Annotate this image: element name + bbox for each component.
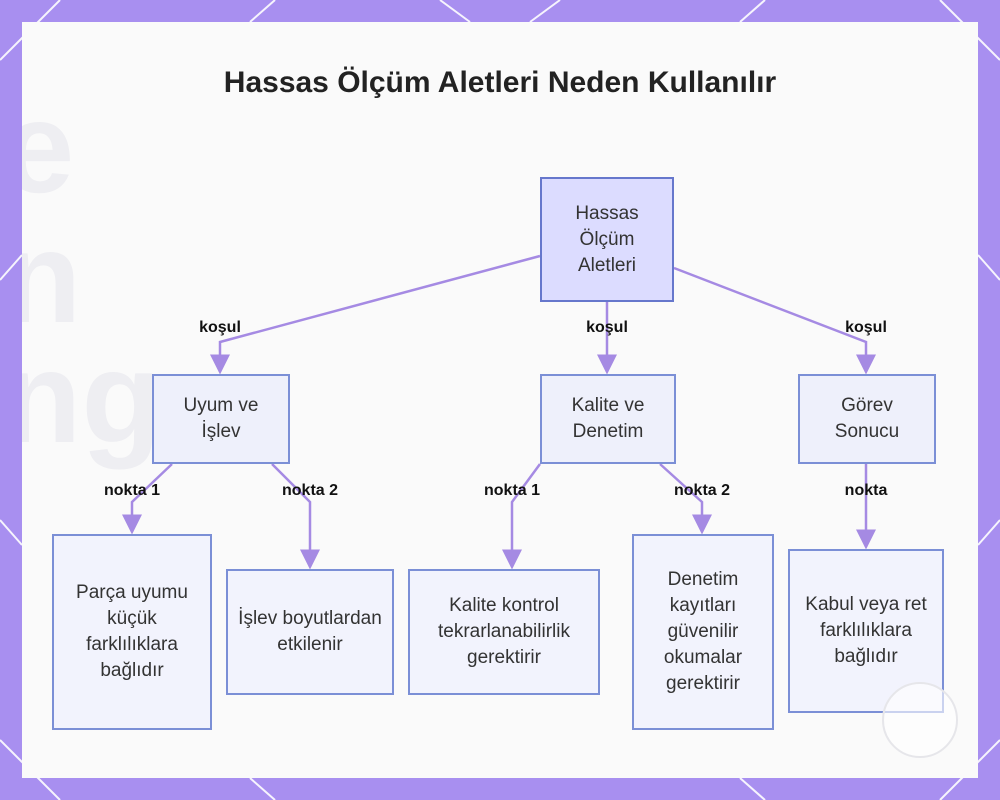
- node-gorev: Görev Sonucu: [798, 374, 936, 464]
- edge-label: nokta 1: [104, 482, 160, 500]
- edge-root-gorev: [674, 268, 866, 372]
- edge-label: nokta 2: [282, 482, 338, 500]
- edge-label: nokta 2: [674, 482, 730, 500]
- edge-kalite-kontrol: [512, 464, 540, 567]
- edge-label: koşul: [199, 319, 241, 337]
- edge-label: koşul: [586, 319, 628, 337]
- edge-root-uyum: [220, 256, 540, 372]
- diagram-card: e n ng Hassas Ölçüm Aletleri Neden Kulla…: [22, 22, 978, 778]
- node-parca: Parça uyumu küçük farklılıklara bağlıdır: [52, 534, 212, 730]
- node-kalite: Kalite ve Denetim: [540, 374, 676, 464]
- edge-uyum-islev: [272, 464, 310, 567]
- node-uyum: Uyum ve İşlev: [152, 374, 290, 464]
- node-islev: İşlev boyutlardan etkilenir: [226, 569, 394, 695]
- edge-label: koşul: [845, 319, 887, 337]
- logo-badge-icon: [882, 682, 958, 758]
- edge-label: nokta: [845, 482, 888, 500]
- node-kontrol: Kalite kontrol tekrarlanabilirlik gerekt…: [408, 569, 600, 695]
- node-kayit: Denetim kayıtları güvenilir okumalar ger…: [632, 534, 774, 730]
- node-root: Hassas Ölçüm Aletleri: [540, 177, 674, 302]
- edge-label: nokta 1: [484, 482, 540, 500]
- page-title: Hassas Ölçüm Aletleri Neden Kullanılır: [222, 62, 778, 104]
